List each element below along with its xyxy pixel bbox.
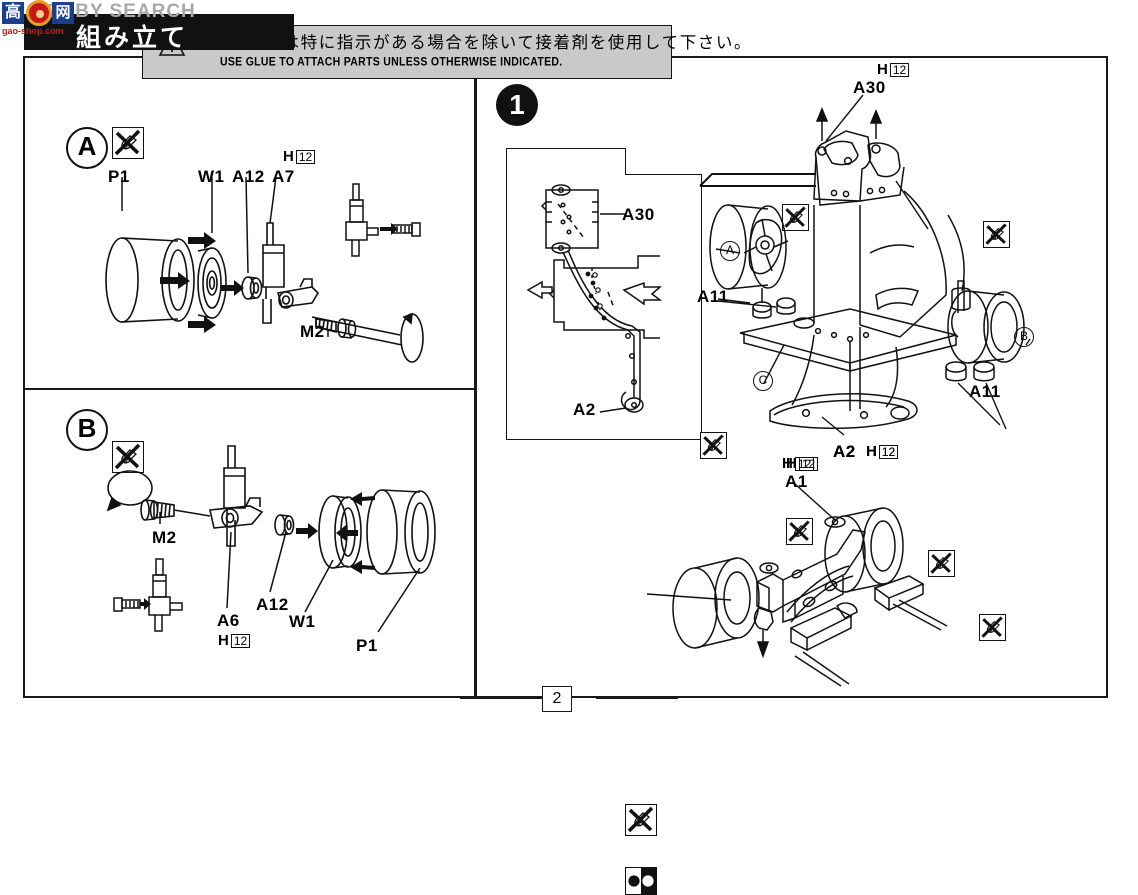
no-glue-icon (112, 441, 144, 473)
part-label-w1: W1 (198, 167, 225, 186)
section-marker-a: A (66, 127, 108, 169)
section-a-detail-figure (345, 183, 421, 257)
banner-text-en: USE GLUE TO ATTACH PARTS UNLESS OTHERWIS… (220, 55, 563, 69)
part-label-p1: P1 (356, 636, 378, 655)
arrow-left-icon (526, 280, 553, 300)
no-glue-icon (112, 127, 144, 159)
main-assembly-illustration (709, 94, 1031, 436)
step-number-badge: 1 (496, 84, 538, 126)
no-glue-icon (979, 614, 1006, 641)
inset-notch (625, 148, 702, 175)
no-glue-icon (983, 221, 1010, 248)
no-glue-icon (782, 204, 809, 231)
part-label-m2: M2 (152, 528, 177, 547)
part-label-a12: A12 (232, 167, 265, 186)
part-label-h-letter: H (786, 455, 797, 472)
inset-connector (699, 173, 816, 187)
arrow-right-icon (622, 281, 663, 306)
assembly-label-a2: A2 (833, 442, 856, 461)
detail-label-h12-right: H 12 (866, 443, 899, 460)
section-b-detail-figure (113, 558, 183, 632)
detail-label-a2: A2 (833, 442, 856, 461)
paint-two-tone-icon (625, 867, 657, 895)
part-qty-box: 12 (889, 62, 910, 77)
part-label-h-letter: H (218, 632, 229, 649)
part-label-a6: A6 (217, 611, 240, 630)
section-title-label: 組み立て (76, 23, 189, 52)
section-a-illustration (105, 176, 424, 363)
page-number-rule-left (460, 697, 542, 699)
section-marker-b: B (66, 409, 108, 451)
part-label-w1: W1 (289, 612, 316, 631)
part-label-h-letter: H (866, 443, 877, 460)
part-qty-box: 12 (295, 149, 316, 164)
watermark-cn-char-1: 高 (2, 2, 24, 24)
no-glue-icon (928, 550, 955, 577)
part-label-p1: P1 (108, 167, 130, 186)
part-label-h12-b: H 12 (218, 632, 251, 649)
no-glue-icon (786, 518, 813, 545)
no-glue-icon (700, 432, 727, 459)
page-number-rule-right (596, 697, 678, 699)
part-label-h-letter: H (283, 148, 294, 165)
part-qty-box: 12 (878, 444, 899, 459)
section-title-bar: 組み立て (24, 14, 294, 52)
inset-detail-box (506, 148, 702, 440)
bottom-detail-illustration (646, 483, 948, 687)
inset-part-label-a2: A2 (573, 400, 596, 419)
part-qty-box: 12 (230, 633, 251, 648)
left-panel-separator (23, 388, 474, 390)
page-number: 2 (542, 686, 572, 712)
panel-divider (474, 56, 477, 698)
assembly-label-h12-top: H 12 (877, 61, 910, 78)
part-label-a12: A12 (256, 595, 289, 614)
inset-part-label-a30: A30 (622, 205, 655, 224)
detail-label-a1: A1 (785, 472, 808, 491)
assembly-label-a30: A30 (853, 78, 886, 97)
banner-text-jp: 組み立てには特に指示がある場合を除いて接着剤を使用して下さい。 (192, 33, 753, 52)
part-label-h12-a: H 12 (283, 148, 316, 165)
detail-label-h12: H 12 (786, 455, 819, 472)
section-b-illustration (106, 445, 436, 633)
part-label-h-letter: H (782, 455, 793, 472)
part-label-h-letter: H (877, 61, 888, 78)
part-label-h-letter: H (866, 443, 877, 460)
inset-illustration (526, 184, 663, 413)
no-glue-icon (625, 804, 657, 836)
part-label-a7: A7 (272, 167, 295, 186)
part-qty-box: 12 (798, 456, 819, 471)
